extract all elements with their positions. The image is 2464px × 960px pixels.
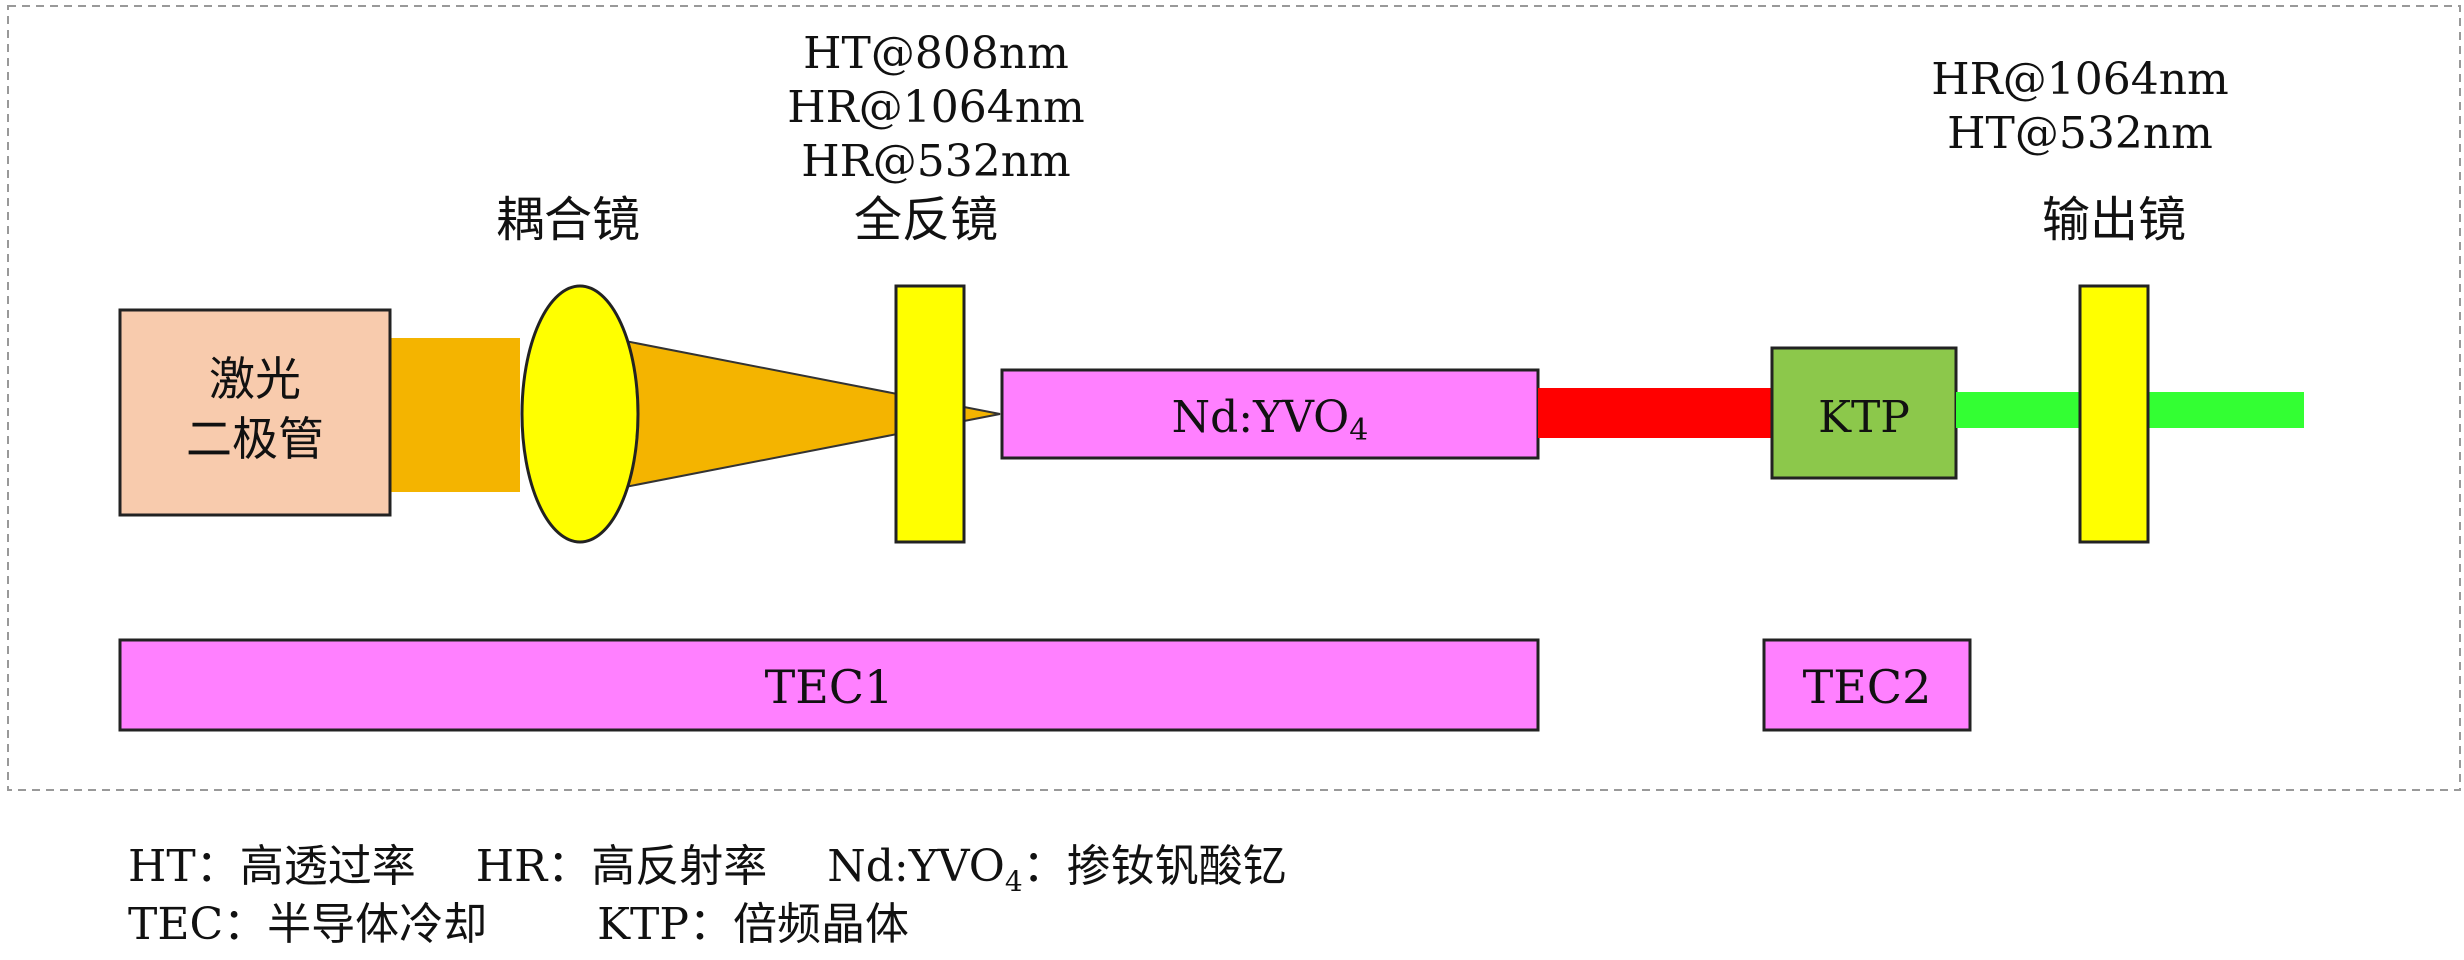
laser-diode-label-line1: 激光 — [209, 352, 301, 406]
output-mirror-spec-1: HR@1064nm — [1931, 54, 2229, 105]
laser-diode-label-line2: 二极管 — [186, 412, 324, 466]
tec2-block — [1762, 638, 1972, 732]
diagram-frame — [7, 5, 2461, 791]
tec1-label: TEC1 — [765, 660, 894, 714]
total-mirror-spec-3: HR@532nm — [801, 136, 1071, 187]
pump-beam-collimated — [390, 338, 520, 492]
output-mirror — [2078, 284, 2150, 544]
total-reflection-mirror — [894, 284, 966, 544]
legend-line-1: HT：高透过率 HR：高反射率 Nd:YVO4：掺钕钒酸钇 — [128, 838, 1287, 911]
output-mirror-title: 输出镜 — [2042, 192, 2186, 248]
output-mirror-spec-2: HT@532nm — [1947, 108, 2213, 159]
ndyvo4-label: Nd:YVO4 — [1172, 392, 1369, 448]
tec1-block — [118, 638, 1540, 732]
legend-ndyvo4: Nd:YVO4：掺钕钒酸钇 — [827, 841, 1287, 898]
legend-ktp: KTP：倍频晶体 — [597, 899, 909, 950]
legend-line-2: TEC：半导体冷却 KTP：倍频晶体 — [128, 896, 909, 954]
total-mirror-spec-1: HT@808nm — [803, 28, 1069, 79]
total-mirror-spec-2: HR@1064nm — [787, 82, 1085, 133]
legend-ht: HT：高透过率 — [128, 841, 416, 892]
ndyvo4-crystal — [1000, 368, 1540, 460]
legend-tec: TEC：半导体冷却 — [128, 899, 488, 950]
tec2-label: TEC2 — [1803, 660, 1932, 714]
ir-beam-1064 — [1538, 388, 1772, 438]
ktp-crystal — [1770, 346, 1958, 480]
coupling-mirror-title: 耦合镜 — [496, 192, 640, 248]
ktp-label: KTP — [1818, 392, 1910, 443]
legend-hr: HR：高反射率 — [475, 841, 768, 892]
total-mirror-title: 全反镜 — [854, 192, 998, 248]
laser-diode — [118, 308, 392, 517]
coupling-lens — [520, 284, 640, 544]
